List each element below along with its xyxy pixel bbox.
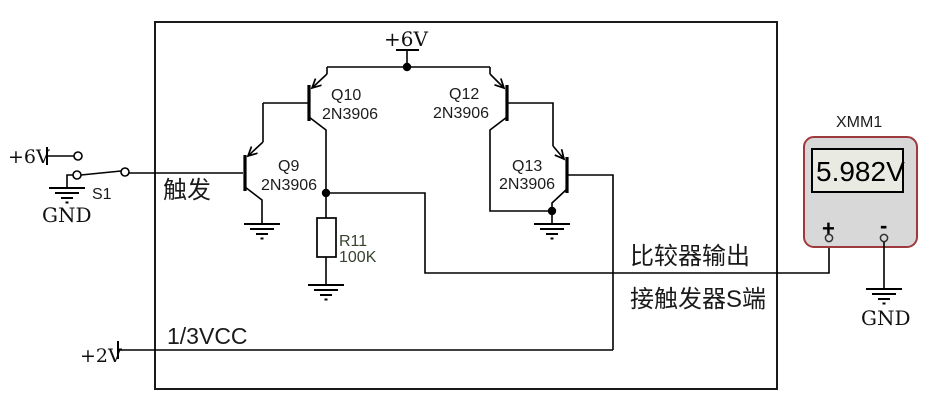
- plus2v-label: +2V: [80, 345, 122, 367]
- resistor-r11[interactable]: R11 100K: [316, 217, 377, 285]
- q9-ref-label: Q9: [278, 158, 299, 175]
- vcc-top-source[interactable]: +6V: [384, 27, 428, 67]
- xmm1-ref-label: XMM1: [836, 114, 882, 131]
- q12-collector: [489, 116, 551, 212]
- multimeter-display: [811, 148, 904, 193]
- plus2v-source[interactable]: +2V: [80, 341, 613, 367]
- comparator-output-label: 比较器输出: [630, 243, 750, 270]
- transistor-q10[interactable]: Q10 2N3906: [263, 67, 378, 218]
- r11-ref-label: R11: [339, 233, 367, 250]
- multimeter-xmm1[interactable]: XMM1 5.982V + -: [803, 114, 918, 248]
- plus6v-top-label: +6V: [384, 27, 428, 51]
- q10-collector: [308, 116, 327, 218]
- q9-emitter: [248, 141, 264, 156]
- q9-part-label: 2N3906: [261, 177, 317, 194]
- q9-collector: [244, 186, 263, 224]
- switch-s1[interactable]: S1: [72, 167, 130, 203]
- multimeter-reading: 5.982V: [816, 156, 905, 187]
- q12-base-lead: [507, 102, 554, 146]
- q13-ground: [534, 211, 570, 240]
- q12-part-label: 2N3906: [433, 105, 489, 122]
- r11-value-label: 100K: [339, 249, 377, 266]
- q13-ref-label: Q13: [512, 158, 542, 175]
- switch-ground: GND: [42, 174, 92, 227]
- switch-gnd-label: GND: [42, 203, 92, 227]
- comparator-output-wire: [326, 192, 830, 274]
- minus-terminal-label: -: [880, 213, 887, 238]
- junction-dot: [402, 62, 412, 72]
- subcircuit-boundary-box: [154, 21, 778, 390]
- q9-ground: [244, 223, 280, 240]
- plus6v-left-label: +6V: [8, 146, 50, 168]
- q12-emitter: [489, 73, 504, 88]
- r11-body[interactable]: [316, 217, 337, 258]
- meter-gnd-label: GND: [861, 306, 911, 330]
- q12-ref-label: Q12: [449, 86, 479, 103]
- q13-emitter: [552, 145, 564, 159]
- switch-throw-terminal[interactable]: [73, 151, 83, 161]
- to-trigger-s-label: 接触发器S端: [630, 286, 766, 313]
- switch-blade[interactable]: [80, 170, 122, 176]
- q10-emitter: [312, 73, 328, 88]
- switch-gnd-terminal[interactable]: [72, 170, 82, 180]
- minus-terminal[interactable]: [879, 233, 889, 243]
- transistor-q12[interactable]: Q12 2N3906: [433, 67, 554, 212]
- switch-pole-terminal[interactable]: [120, 167, 130, 177]
- one-third-vcc-label: 1/3VCC: [167, 323, 248, 349]
- transistor-q13[interactable]: Q13 2N3906: [499, 145, 614, 350]
- q13-base-lead: [567, 174, 614, 350]
- q10-ref-label: Q10: [331, 87, 361, 104]
- transistor-q9[interactable]: Q9 2N3906: [243, 103, 317, 224]
- r11-ground: [308, 284, 344, 301]
- switch-ref-label: S1: [92, 186, 112, 203]
- q13-part-label: 2N3906: [499, 176, 555, 193]
- meter-ground: GND: [861, 242, 911, 330]
- q10-part-label: 2N3906: [322, 106, 378, 123]
- vcc-left-terminal[interactable]: +6V: [8, 146, 83, 168]
- wire: [66, 174, 73, 188]
- trigger-label: 触发: [163, 177, 211, 204]
- plus-terminal[interactable]: [824, 233, 834, 243]
